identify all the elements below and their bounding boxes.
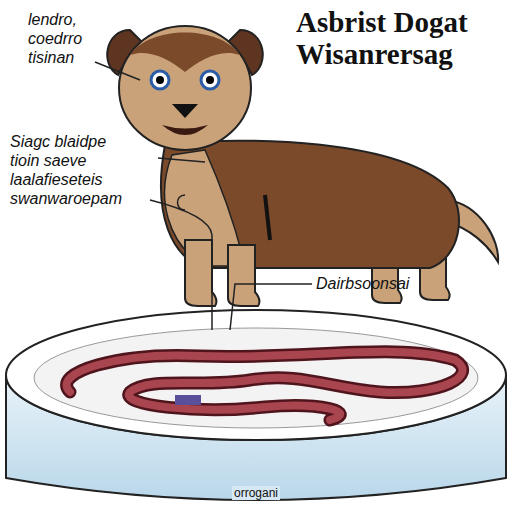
worm (67, 352, 463, 420)
dog-mouth (162, 125, 208, 135)
dog-eye (151, 71, 169, 89)
dish-label: orrogani (232, 486, 280, 500)
dog-nose (172, 104, 198, 118)
leader-lines (95, 62, 312, 330)
callout-label: Dairbsoonsai (316, 274, 409, 293)
dish-plate (34, 328, 478, 428)
dog-head-patch (130, 33, 240, 73)
dish-rim (6, 310, 506, 440)
strap (265, 195, 270, 240)
dog-leg (228, 245, 259, 306)
callout-label: Siagc blaidpe tioin saeve laalafieseteis… (10, 132, 122, 208)
item (175, 395, 201, 405)
dog-eye (201, 71, 219, 89)
title: Asbrist Dogat Wisanrersag (296, 6, 508, 70)
dog-head (119, 26, 251, 150)
callout-label: lendro, coedrro tisinan (28, 10, 82, 67)
